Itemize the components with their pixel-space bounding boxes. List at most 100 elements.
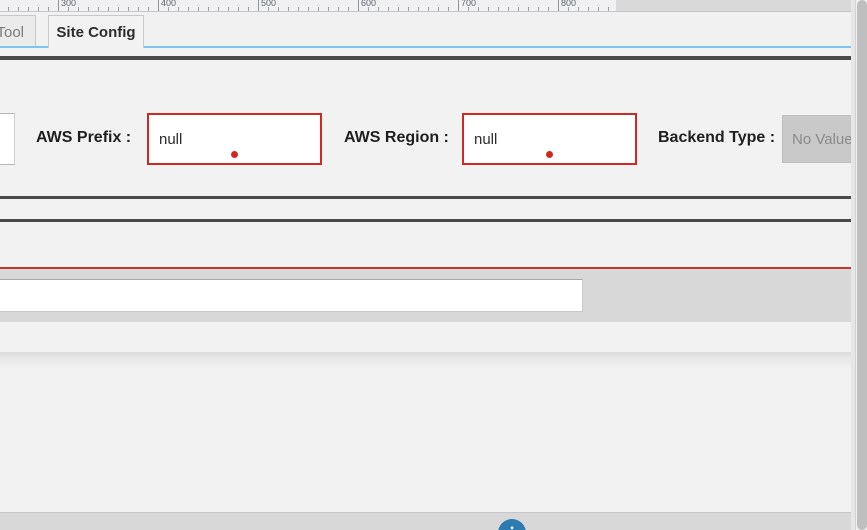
ruler-minor-tick (388, 7, 389, 11)
band-between-seps (0, 199, 855, 219)
tab-active-underline (0, 46, 855, 48)
separator-middle-1 (0, 196, 855, 199)
ruler-minor-tick (308, 7, 309, 11)
red-divider (0, 267, 855, 269)
vertical-scrollbar-thumb[interactable] (857, 0, 867, 530)
ruler-minor-tick (498, 7, 499, 11)
ruler-minor-tick (468, 7, 469, 11)
ruler-tick-label: 300 (61, 0, 77, 8)
ruler-minor-tick (28, 7, 29, 11)
ruler-minor-tick (338, 7, 339, 11)
separator-middle-2 (0, 219, 855, 222)
scrollbar-gutter (851, 0, 855, 530)
ruler-minor-tick (8, 7, 9, 11)
ruler-minor-tick (318, 7, 319, 11)
ruler-minor-tick (368, 7, 369, 11)
tab-bar: y Tool Site Config (0, 12, 867, 48)
ruler-tick-label: 600 (361, 0, 377, 8)
ruler-minor-tick (248, 7, 249, 11)
field-aws-region-value: null (474, 130, 498, 148)
ruler-minor-tick (578, 7, 579, 11)
ruler-minor-tick (528, 7, 529, 11)
field-backend-type-label: Backend Type : (658, 129, 776, 146)
vertical-scrollbar[interactable] (855, 0, 867, 530)
ruler-major-tick (558, 0, 559, 11)
field-aws-region-error-dot (546, 151, 553, 158)
field-aws-prefix-input[interactable]: null (147, 113, 322, 165)
ruler-minor-tick (348, 7, 349, 11)
ruler-minor-tick (48, 7, 49, 11)
band-above-sep2 (0, 192, 855, 197)
content-panel-body (0, 368, 855, 512)
search-input[interactable] (0, 279, 583, 312)
ruler-minor-tick (138, 7, 139, 11)
field-aws-prefix-label: AWS Prefix : (36, 129, 132, 146)
ruler-minor-tick (68, 7, 69, 11)
field-aws-region-input[interactable]: null (462, 113, 637, 165)
ruler-tick-label: 500 (261, 0, 277, 8)
horizontal-ruler: 300 400 500 600 700 800 (0, 0, 616, 12)
ruler-minor-tick (198, 7, 199, 11)
ruler-minor-tick (608, 7, 609, 11)
ruler-empty-area (616, 0, 867, 12)
config-form-row: AWS Prefix : null AWS Region : null Back… (0, 60, 866, 192)
band-below-sep2 (0, 222, 855, 268)
ruler-minor-tick (288, 7, 289, 11)
ruler-minor-tick (108, 7, 109, 11)
tab-deploy-tool[interactable]: y Tool (0, 15, 36, 48)
field-backend-type-value: No Value (792, 130, 853, 148)
ruler-major-tick (458, 0, 459, 11)
ruler-minor-tick (438, 7, 439, 11)
ruler-minor-tick (208, 7, 209, 11)
ruler-minor-tick (488, 7, 489, 11)
ruler-minor-tick (518, 7, 519, 11)
ruler-minor-tick (398, 7, 399, 11)
content-panel-top (0, 322, 855, 352)
ruler-minor-tick (548, 7, 549, 11)
ruler-minor-tick (428, 7, 429, 11)
ruler-tick-label: 400 (161, 0, 177, 8)
ruler-minor-tick (168, 7, 169, 11)
tab-site-config-label: Site Config (56, 23, 136, 41)
ruler-minor-tick (328, 7, 329, 11)
tab-deploy-tool-label: y Tool (0, 23, 24, 41)
footer-bar: i (0, 512, 855, 530)
ruler-minor-tick (98, 7, 99, 11)
ruler-minor-tick (88, 7, 89, 11)
field-aws-region-label: AWS Region : (344, 129, 449, 146)
ruler-tick-label: 800 (561, 0, 577, 8)
ruler-major-tick (358, 0, 359, 11)
ruler-minor-tick (128, 7, 129, 11)
ruler-minor-tick (598, 7, 599, 11)
ruler-minor-tick (78, 7, 79, 11)
ruler-minor-tick (178, 7, 179, 11)
ruler-minor-tick (408, 7, 409, 11)
info-icon-glyph: i (509, 523, 514, 530)
panel-shadow (0, 352, 855, 368)
info-icon[interactable]: i (498, 519, 526, 530)
ruler-minor-tick (448, 7, 449, 11)
ruler-minor-tick (418, 7, 419, 11)
tab-site-config[interactable]: Site Config (48, 15, 144, 48)
ruler-major-tick (258, 0, 259, 11)
ruler-minor-tick (298, 7, 299, 11)
ruler-major-tick (58, 0, 59, 11)
ruler-minor-tick (378, 7, 379, 11)
ruler-minor-tick (18, 7, 19, 11)
ruler-minor-tick (188, 7, 189, 11)
ruler-minor-tick (278, 7, 279, 11)
ruler-minor-tick (38, 7, 39, 11)
ruler-minor-tick (588, 7, 589, 11)
field-aws-prefix-value: null (159, 130, 183, 148)
ruler-minor-tick (238, 7, 239, 11)
ruler-minor-tick (538, 7, 539, 11)
ruler-tick-label: 700 (461, 0, 477, 8)
ruler-minor-tick (568, 7, 569, 11)
ruler-minor-tick (148, 7, 149, 11)
separator-top (0, 56, 855, 60)
toolbar-gray-band (0, 269, 855, 322)
field-left-partial-input[interactable] (0, 113, 15, 165)
field-aws-prefix-error-dot (231, 151, 238, 158)
ruler-minor-tick (218, 7, 219, 11)
